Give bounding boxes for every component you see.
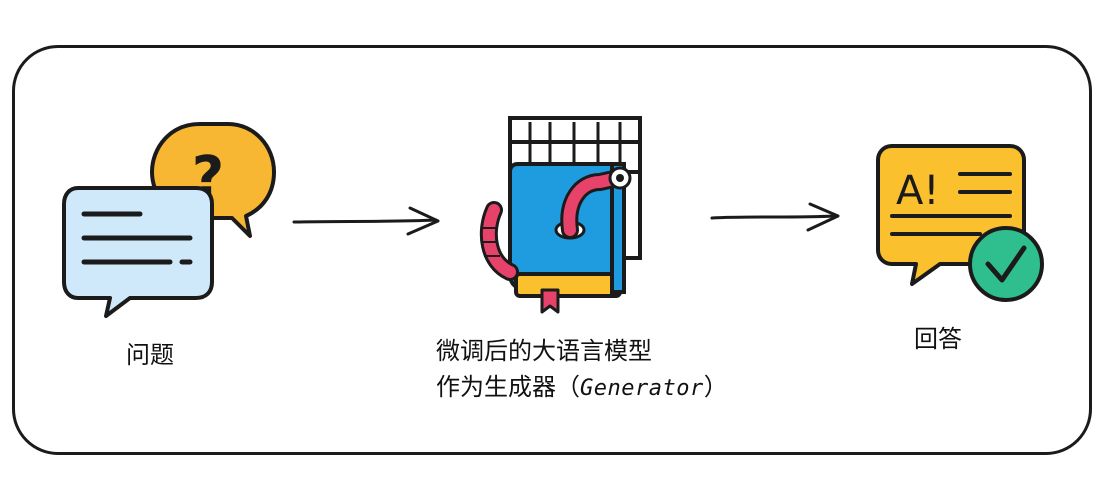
model-label-prefix: 作为生成器（ <box>436 373 580 401</box>
question-label: 问题 <box>126 341 174 369</box>
book-with-worm-icon <box>470 112 650 326</box>
answer-label: 回答 <box>914 325 962 353</box>
answer-bubble-check-icon: A! <box>876 140 1056 314</box>
answer-badge-text: A! <box>896 168 939 214</box>
arrow-right-icon <box>290 202 450 246</box>
model-label-generator: Generator <box>580 376 704 401</box>
model-label-line-1: 微调后的大语言模型 <box>436 337 652 365</box>
arrow-right-icon <box>708 198 848 242</box>
speech-bubbles-question-icon: ? <box>60 110 280 324</box>
diagram-frame <box>12 45 1092 455</box>
model-label-suffix: ） <box>703 373 728 401</box>
model-label-line-2: 作为生成器（Generator） <box>436 370 728 406</box>
